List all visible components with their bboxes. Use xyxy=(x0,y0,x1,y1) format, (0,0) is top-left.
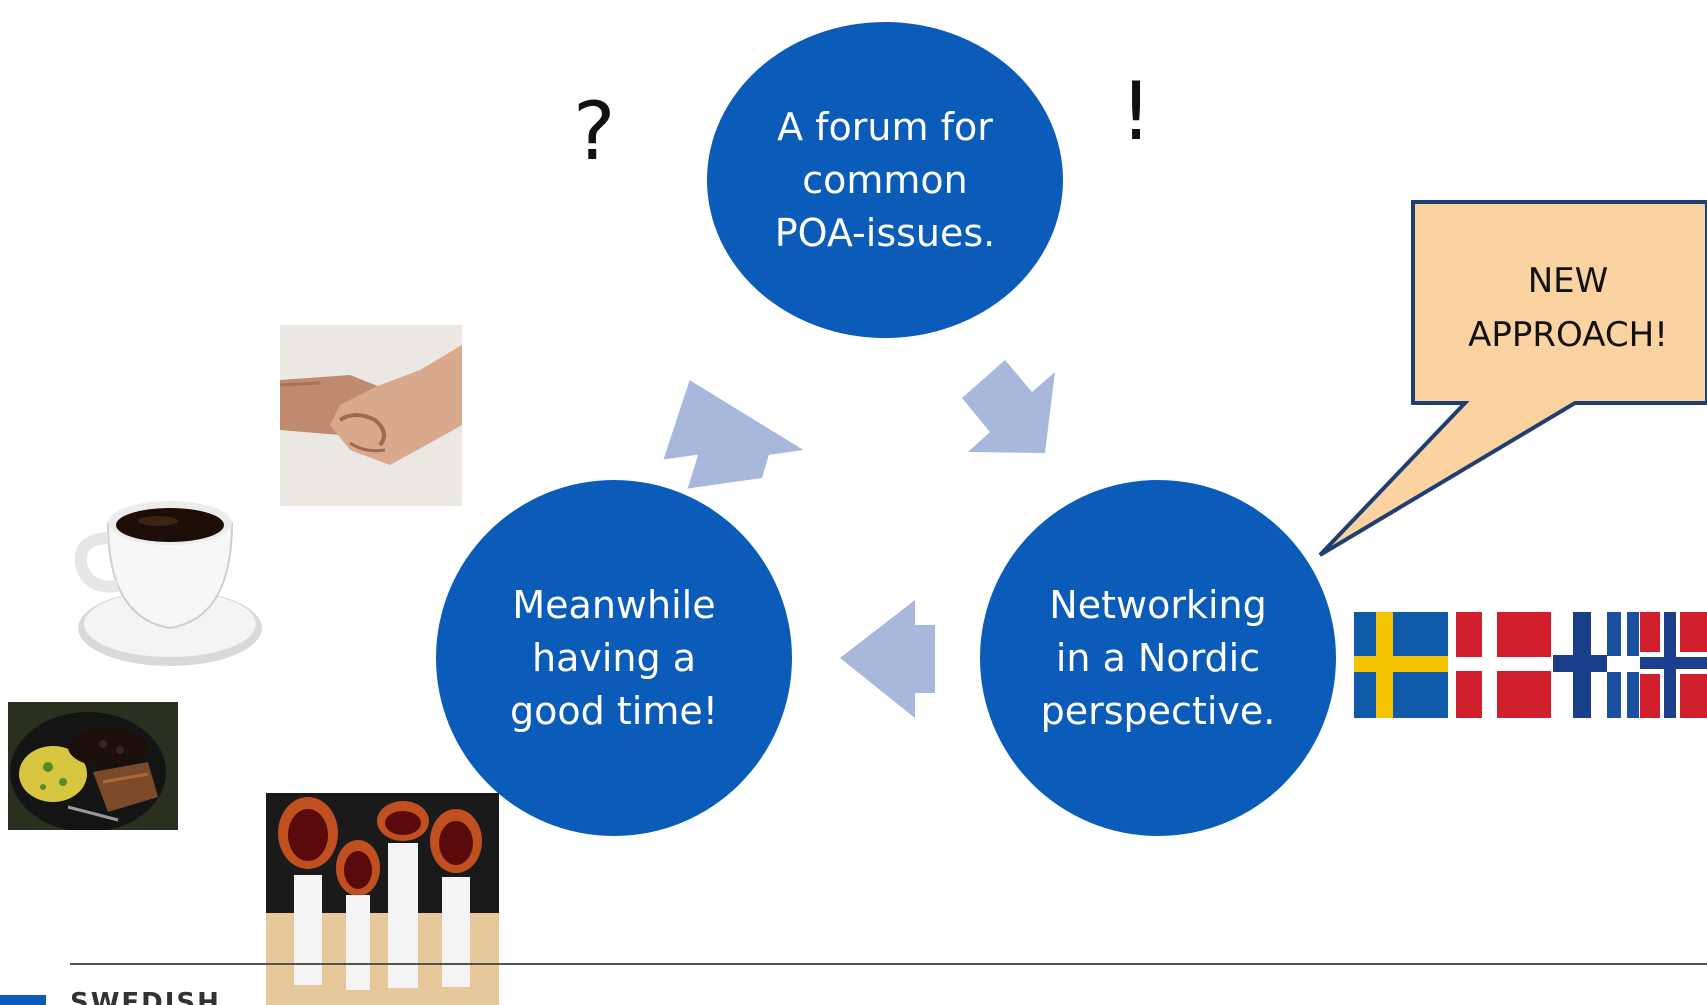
handshake-photo xyxy=(280,325,462,506)
coffee-cup-photo xyxy=(60,478,270,676)
callout-bubble xyxy=(1318,200,1707,557)
exclamation-mark: ! xyxy=(1120,65,1153,158)
callout-label: NEW APPROACH! xyxy=(1468,261,1668,355)
footer-logo-text: SWEDISH xyxy=(70,988,221,1005)
arrow-left-to-top xyxy=(663,380,804,489)
footer-divider xyxy=(70,963,1707,965)
node-forum: A forum for common POA-issues. xyxy=(707,22,1063,338)
node-networking-label: Networking in a Nordic perspective. xyxy=(1040,582,1276,733)
nordic-flags xyxy=(1354,612,1707,718)
arrow-top-to-right xyxy=(962,360,1055,453)
node-networking: Networking in a Nordic perspective. xyxy=(980,480,1336,836)
node-good-time-label: Meanwhile having a good time! xyxy=(510,582,718,733)
node-good-time: Meanwhile having a good time! xyxy=(436,480,792,836)
singing-figures-artwork xyxy=(266,793,499,1005)
arrow-right-to-left xyxy=(840,600,935,718)
food-plate-photo xyxy=(8,702,178,830)
question-mark: ? xyxy=(573,85,616,178)
node-forum-label: A forum for common POA-issues. xyxy=(774,104,996,255)
logo-mark xyxy=(0,995,46,1005)
